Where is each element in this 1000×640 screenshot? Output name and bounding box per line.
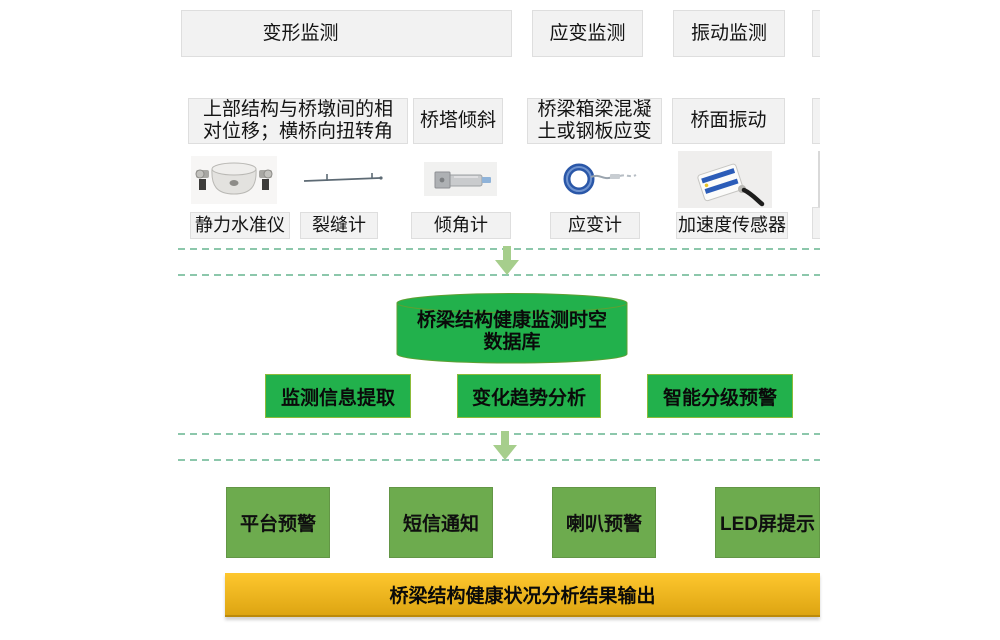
accelerometer-photo	[678, 151, 772, 208]
header-vibration-monitoring: 振动监测	[673, 10, 785, 57]
alert-horn-warning: 喇叭预警	[552, 487, 656, 558]
sensor-label-clipped-box	[812, 207, 820, 239]
hydrostatic-level-icon	[191, 156, 277, 204]
database-cylinder-icon	[396, 293, 628, 364]
sensor-label-strain-gauge: 应变计	[550, 212, 640, 239]
strain-gauge-icon	[563, 163, 637, 195]
down-arrow-icon	[495, 246, 519, 275]
hydrostatic-level-photo	[191, 156, 277, 204]
header-clipped-box	[812, 10, 820, 57]
alert-sms-notification: 短信通知	[389, 487, 493, 558]
spatiotemporal-database: 桥梁结构健康监测时空数据库	[396, 292, 628, 365]
target-tower-tilt: 桥塔倾斜	[413, 98, 503, 144]
inclinometer-photo	[424, 162, 497, 196]
result-output-bar: 桥梁结构健康状况分析结果输出	[225, 573, 820, 617]
alert-platform-warning: 平台预警	[226, 487, 330, 558]
analysis-info-extraction: 监测信息提取	[265, 374, 411, 418]
strain-gauge-photo	[558, 158, 640, 200]
dashed-separator	[178, 248, 820, 250]
target-clipped-box	[812, 98, 820, 144]
target-box-girder-strain: 桥梁箱梁混凝土或钢板应变	[527, 98, 662, 144]
crack-meter-icon	[303, 173, 383, 182]
analysis-trend-analysis: 变化趋势分析	[457, 374, 601, 418]
header-strain-monitoring: 应变监测	[532, 10, 643, 57]
inclinometer-icon	[434, 171, 491, 189]
sensor-label-accelerometer: 加速度传感器	[676, 212, 788, 239]
header-deformation-monitoring: 变形监测	[181, 10, 512, 57]
dashed-separator	[178, 459, 820, 461]
sensor-label-crack-meter: 裂缝计	[300, 212, 378, 239]
accelerometer-icon	[678, 151, 772, 208]
down-arrow-icon	[493, 431, 517, 460]
dashed-separator	[178, 274, 820, 276]
sensor-label-hydrostatic-level: 静力水准仪	[190, 212, 290, 239]
target-deck-vibration: 桥面振动	[672, 98, 785, 144]
target-relative-displacement: 上部结构与桥墩间的相对位移；横桥向扭转角	[188, 98, 408, 144]
clipped-photo-edge	[818, 151, 820, 208]
dashed-separator	[178, 433, 820, 435]
sensor-label-inclinometer: 倾角计	[411, 212, 511, 239]
analysis-graded-warning: 智能分级预警	[647, 374, 793, 418]
crack-meter-photo	[300, 166, 385, 192]
database-label: 桥梁结构健康监测时空数据库	[416, 310, 607, 353]
alert-led-screen: LED屏提示	[715, 487, 820, 558]
